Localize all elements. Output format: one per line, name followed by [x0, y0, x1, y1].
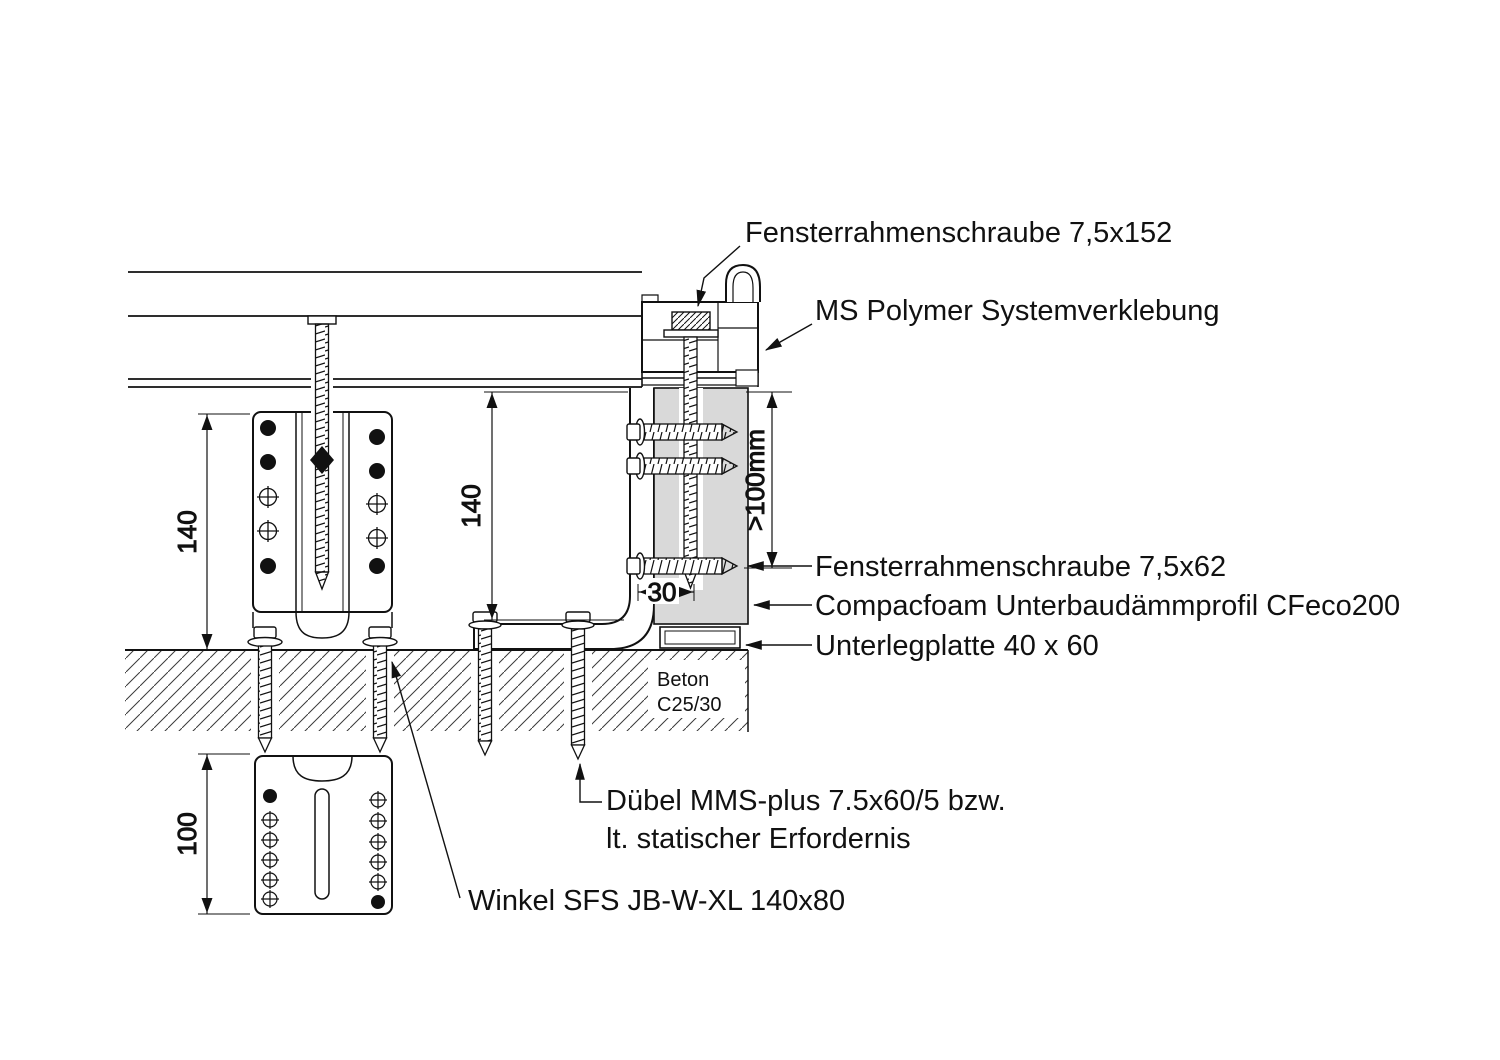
dimension-lower-bracket-height: 100 — [172, 753, 250, 915]
leader-screw-152 — [696, 245, 741, 308]
label-screw-frame-long: Fensterrahmenschraube 7,5x152 — [745, 217, 1172, 249]
frame-screw-152 — [679, 336, 703, 590]
dimension-angle-height: 140 — [456, 391, 628, 621]
frame-screw-head — [671, 311, 711, 331]
leader-angle-bracket — [391, 660, 461, 899]
leader-lines — [391, 245, 813, 899]
dim-text-bracket-height: 140 — [172, 510, 202, 553]
dimension-bracket-height: 140 — [172, 413, 250, 651]
bracket-center-screw — [307, 315, 337, 591]
label-concrete-line1: Beton — [657, 669, 709, 691]
frame-screw-washer — [663, 329, 719, 338]
label-anchor-line2: lt. statischer Erfordernis — [606, 823, 911, 855]
label-shim-plate: Unterlegplatte 40 x 60 — [815, 630, 1099, 662]
label-anchor-line1: Dübel MMS-plus 7.5x60/5 bzw. — [606, 785, 1006, 817]
label-ms-polymer: MS Polymer Systemverklebung — [815, 295, 1220, 327]
leader-dowel — [575, 762, 602, 803]
dimension-edge-30: 30 — [637, 577, 695, 608]
bracket-anchor-screw-right — [362, 626, 398, 754]
concrete-text-mask — [648, 660, 745, 718]
screw-nut — [310, 446, 334, 474]
dim-text-angle-height: 140 — [456, 484, 486, 527]
dowel-screw-left — [468, 611, 502, 757]
concrete-hatch — [125, 651, 748, 731]
dim-text-embed-depth: >100mm — [740, 429, 770, 531]
dim-text-edge-distance: 30 — [648, 577, 677, 607]
window-frame-profile — [641, 263, 761, 387]
leader-ms-polymer — [764, 323, 813, 351]
frame-screw-62-middle — [626, 452, 739, 480]
dowel-screw-right — [561, 611, 595, 761]
label-concrete-line2: C25/30 — [657, 694, 722, 716]
shim-plate — [659, 626, 741, 649]
sill-board-lines — [128, 271, 642, 388]
lower-mounting-bracket — [254, 755, 393, 915]
label-screw-frame-short: Fensterrahmenschraube 7,5x62 — [815, 551, 1226, 583]
bracket-anchor-screw-left — [247, 626, 283, 754]
frame-screw-62-bottom — [626, 552, 739, 580]
label-angle-bracket: Winkel SFS JB-W-XL 140x80 — [468, 885, 845, 917]
dimension-embed-depth: >100mm — [740, 391, 792, 569]
frame-screw-62-top — [626, 418, 739, 446]
label-compacfoam: Compacfoam Unterbaudämmprofil CFeco200 — [815, 590, 1400, 622]
dim-text-lower-bracket-height: 100 — [172, 812, 202, 855]
